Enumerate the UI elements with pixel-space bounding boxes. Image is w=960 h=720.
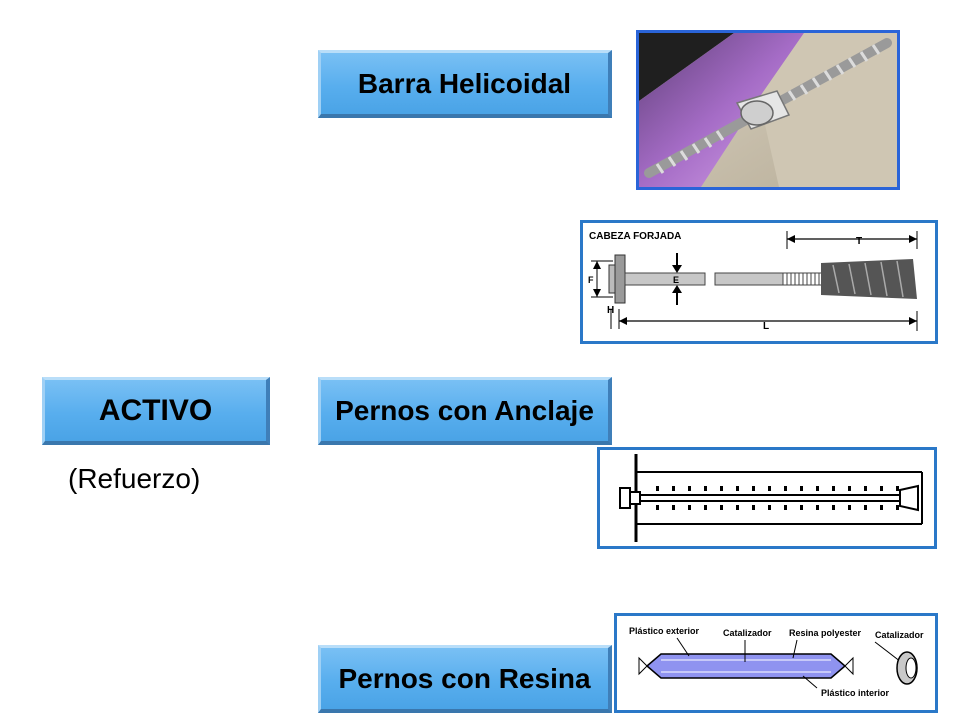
pernos-anclaje-label: Pernos con Anclaje — [335, 394, 594, 426]
dim-e-label: E — [673, 275, 679, 285]
dim-f-label: F — [588, 275, 594, 285]
plastico-exterior-label: Plástico exterior — [629, 626, 700, 636]
cabeza-forjada-title: CABEZA FORJADA — [589, 231, 681, 242]
barra-helicoidal-illustration — [639, 33, 897, 187]
cabeza-forjada-illustration: CABEZA FORJADA T — [588, 231, 918, 332]
perno-resina-illustration: Plástico exterior Catalizador Resina pol… — [629, 626, 924, 698]
catalizador-label-1: Catalizador — [723, 628, 772, 638]
cabeza-forjada-diagram: CABEZA FORJADA T — [580, 220, 938, 344]
perno-resina-diagram: Plástico exterior Catalizador Resina pol… — [614, 613, 938, 713]
perno-anclaje-diagram — [597, 447, 937, 549]
resina-polyester-label: Resina polyester — [789, 628, 862, 638]
dim-t-label: T — [856, 236, 862, 247]
pernos-resina-label: Pernos con Resina — [338, 662, 591, 694]
barra-helicoidal-label: Barra Helicoidal — [357, 67, 572, 99]
barra-helicoidal-photo — [636, 30, 900, 190]
barra-helicoidal-button[interactable]: Barra Helicoidal — [318, 50, 612, 118]
pernos-anclaje-button[interactable]: Pernos con Anclaje — [318, 377, 612, 445]
pernos-resina-button[interactable]: Pernos con Resina — [318, 645, 612, 713]
dim-l-label: L — [763, 321, 769, 332]
perno-anclaje-illustration — [619, 454, 923, 542]
plastico-interior-label: Plástico interior — [821, 688, 890, 698]
catalizador-label-2: Catalizador — [875, 630, 924, 640]
activo-button[interactable]: ACTIVO — [42, 377, 270, 445]
activo-label: ACTIVO — [98, 393, 213, 427]
refuerzo-label: (Refuerzo) — [68, 463, 201, 494]
